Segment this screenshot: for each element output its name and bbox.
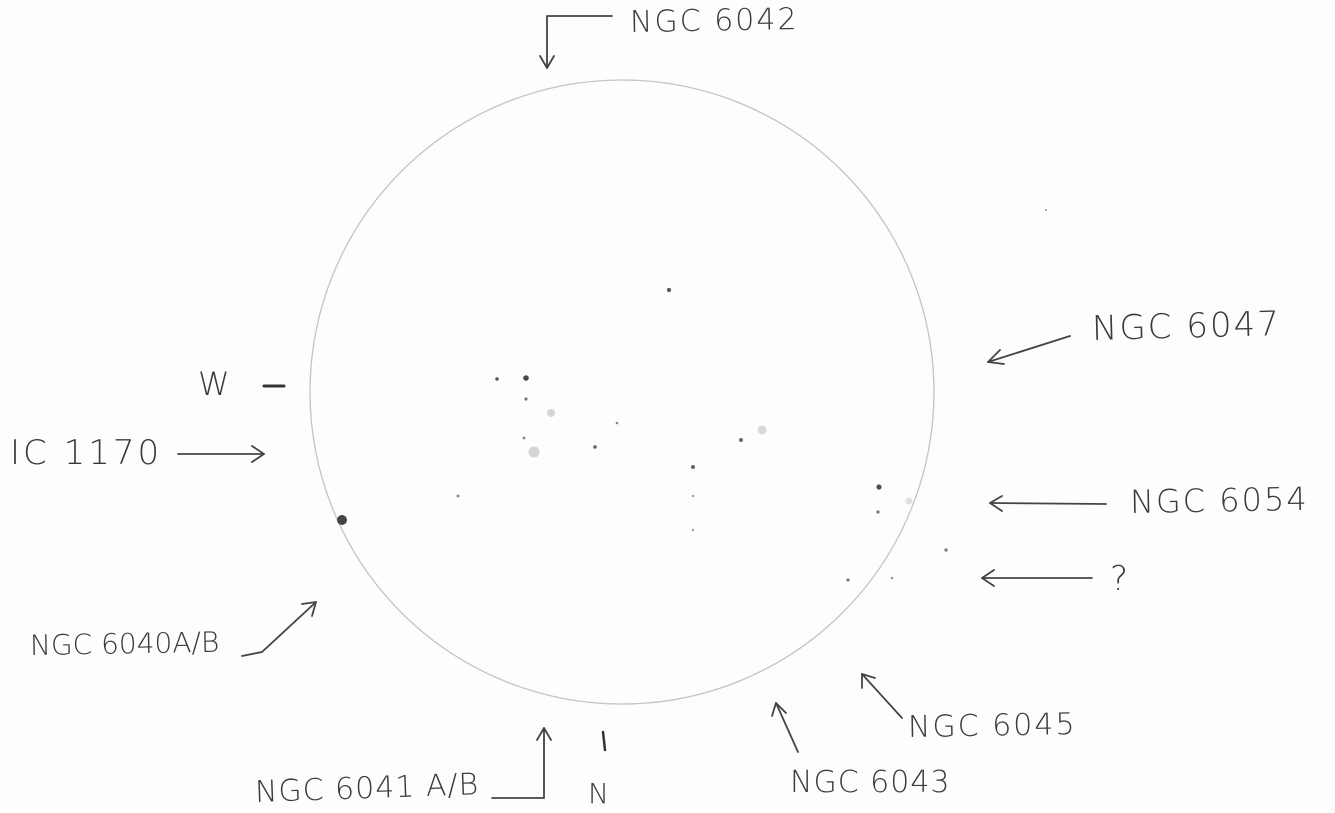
- label-ngc6047: NGC 6047: [1091, 304, 1282, 349]
- arrow-ngc6041: [491, 727, 552, 799]
- star: [523, 375, 529, 381]
- label-ngc6042: NGC 6042: [629, 2, 799, 40]
- arrow-ngc6054: [989, 495, 1107, 512]
- galaxy: [757, 425, 767, 435]
- galaxy: [337, 515, 347, 525]
- field-of-view-circle: [309, 79, 935, 705]
- star: [615, 421, 619, 425]
- arrow-unknown: [981, 569, 1093, 587]
- north-tick: [601, 730, 607, 752]
- star: [691, 465, 695, 469]
- star: [944, 548, 948, 552]
- star: [890, 576, 894, 580]
- label-ngc6043: NGC 6043: [790, 765, 951, 800]
- star: [593, 445, 597, 449]
- star: [739, 438, 743, 442]
- star: [456, 494, 460, 498]
- label-ngc6041: NGC 6041 A/B: [254, 767, 480, 810]
- star: [876, 510, 880, 514]
- arrow-ngc6047: [987, 335, 1071, 365]
- arrow-ngc6043: [771, 702, 799, 753]
- arrow-ngc6045: [861, 673, 903, 719]
- galaxy: [547, 409, 555, 417]
- star: [522, 436, 526, 440]
- arrow-ic1170: [177, 445, 265, 463]
- arrow-ngc6042: [539, 15, 613, 69]
- star: [846, 578, 850, 582]
- arrow-ngc6040: [241, 601, 317, 657]
- star: [691, 494, 695, 498]
- galaxy: [905, 497, 913, 505]
- label-ngc6045: NGC 6045: [907, 707, 1077, 745]
- label-ngc6054: NGC 6054: [1129, 479, 1309, 521]
- star: [691, 528, 695, 532]
- label-unknown-object: ?: [1110, 559, 1131, 599]
- label-north: N: [588, 777, 611, 810]
- label-ic1170: IC 1170: [10, 433, 163, 473]
- star: [1045, 209, 1047, 211]
- label-ngc6040: NGC 6040A/B: [29, 625, 220, 662]
- star: [876, 484, 882, 490]
- galaxy: [528, 446, 540, 458]
- label-west: W: [198, 365, 232, 403]
- star: [495, 377, 499, 381]
- star: [666, 287, 672, 293]
- star-field: [337, 209, 1047, 582]
- star: [524, 397, 528, 401]
